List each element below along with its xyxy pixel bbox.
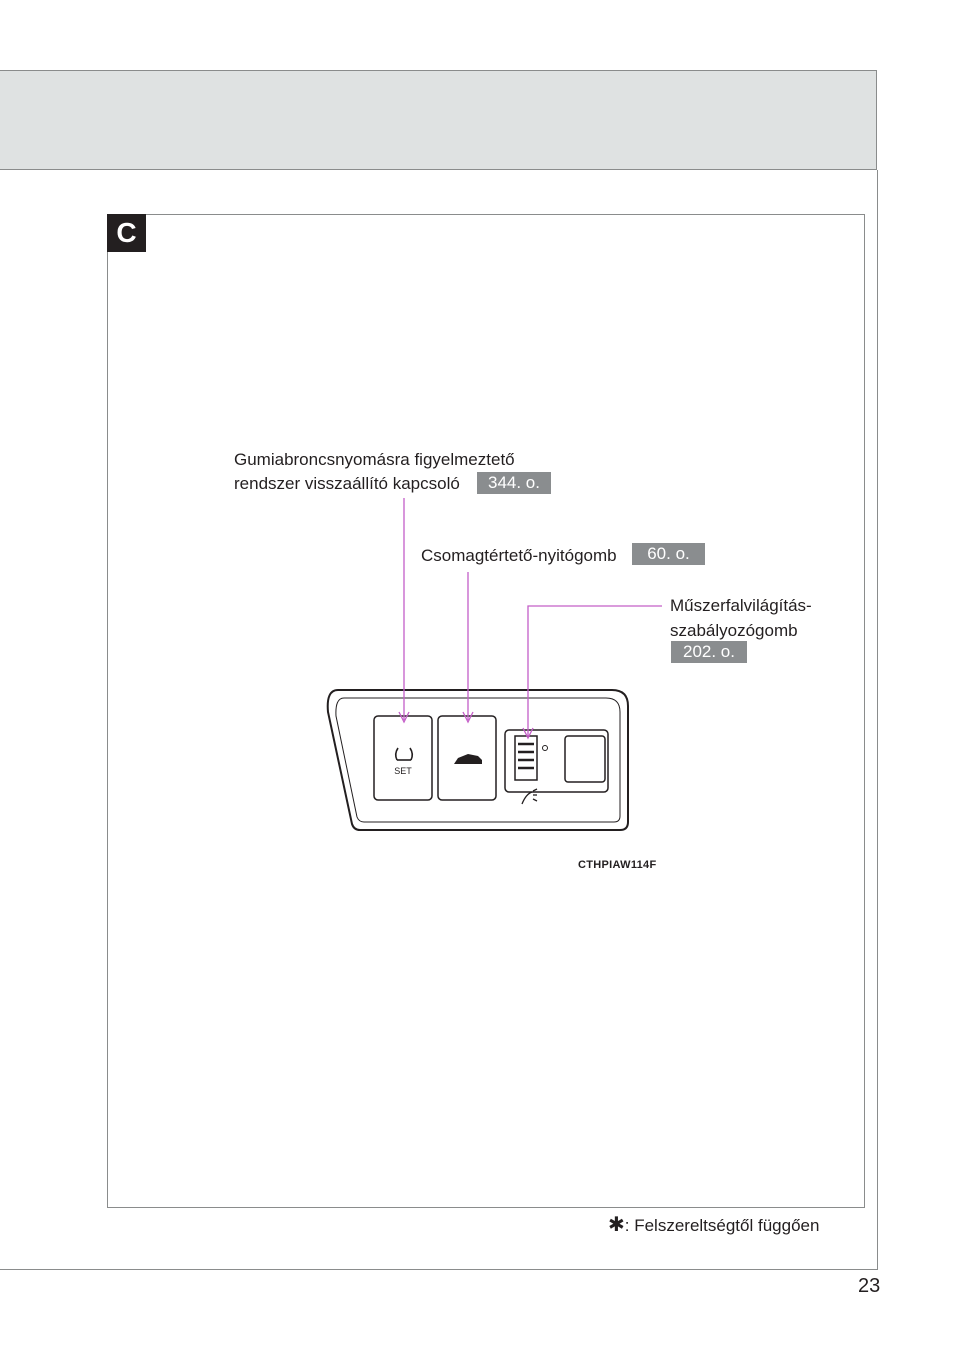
tpms-label-line1: Gumiabroncsnyomásra figyelmeztető — [234, 450, 515, 469]
dimmer-wheel-ridges — [518, 742, 534, 770]
dimmer-label-line1: Műszerfalvilágítás- — [670, 596, 812, 615]
panel-bezel-inner — [335, 697, 621, 823]
header-band — [0, 70, 877, 170]
dimmer-leader — [527, 605, 662, 736]
bottom-rule — [0, 1269, 878, 1270]
tpms-page-ref[interactable]: 344. o. — [477, 472, 551, 494]
footnote: ✱: Felszereltségtől függően — [608, 1212, 819, 1237]
footnote-star-icon: ✱ — [608, 1214, 625, 1236]
page-number: 23 — [858, 1275, 881, 1297]
content-frame — [107, 214, 865, 1208]
tpms-set-text: SET — [394, 766, 412, 776]
tpms-warning-icon — [394, 747, 414, 761]
tpms-reset-button — [373, 715, 433, 801]
right-margin-rule — [877, 170, 878, 1270]
leader-lines — [398, 498, 662, 740]
trunk-page-ref[interactable]: 60. o. — [632, 543, 705, 565]
footnote-text: : Felszereltségtől függően — [624, 1216, 820, 1235]
dimmer-light-icon — [521, 788, 538, 805]
tpms-label-line2: rendszer visszaállító kapcsoló — [234, 474, 460, 493]
dimmer-page-ref[interactable]: 202. o. — [671, 641, 747, 663]
figure-code: CTHPIAW114F — [578, 859, 657, 871]
section-letter: C — [107, 214, 146, 252]
dimmer-wheel — [514, 735, 538, 781]
dimmer-label-line2: szabályozógomb — [670, 621, 798, 640]
dimmer-indicator-dot — [542, 745, 548, 751]
trunk-car-icon — [454, 754, 482, 764]
dimmer-slider-knob — [564, 735, 606, 783]
trunk-label: Csomagtértető-nyitógomb — [421, 546, 617, 565]
